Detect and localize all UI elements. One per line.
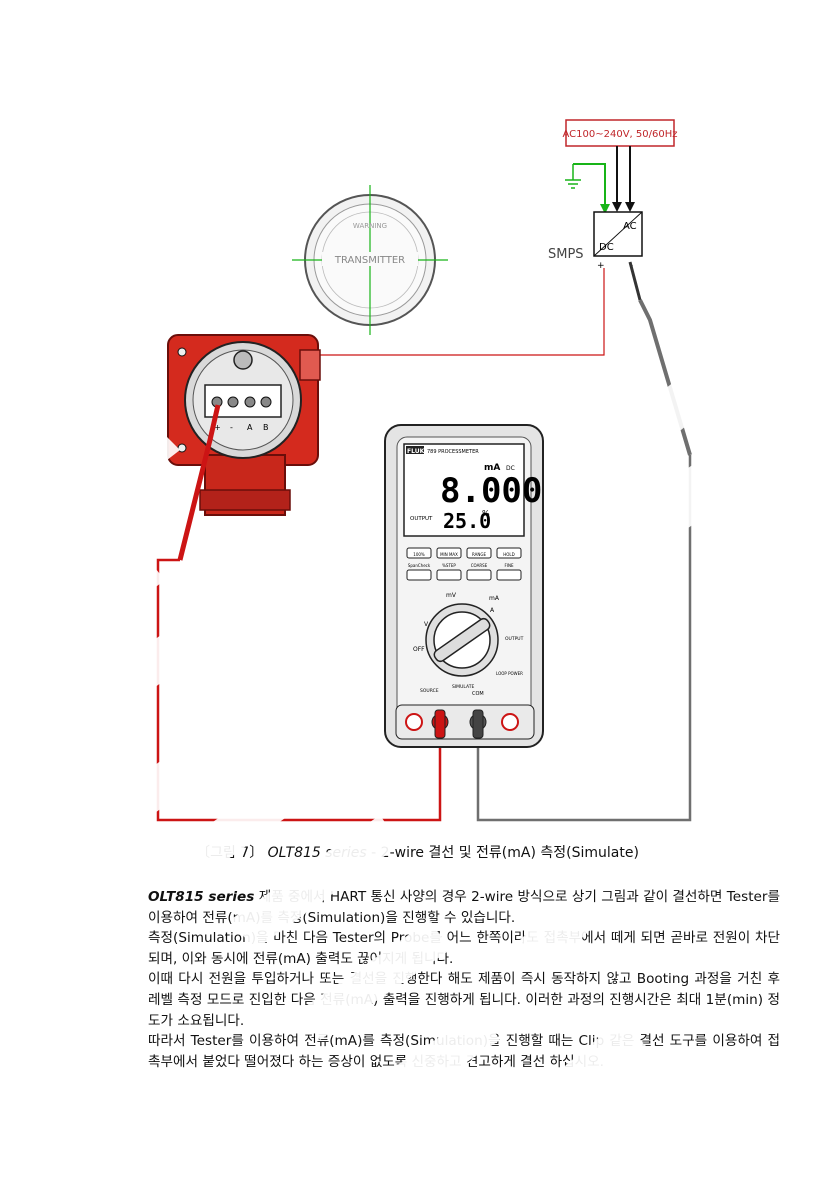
meter-model: 789 PROCESSMETER <box>427 449 479 455</box>
paragraph-1: OLT815 series 제품 중에서 HART 통신 사양의 경우 2-wi… <box>148 887 780 928</box>
dial-ma: mA <box>489 595 500 602</box>
paragraph-2: 측정(Simulation)을 마친 다음 Tester의 Probe를 어느 … <box>148 930 780 967</box>
lbl-fine: FINE <box>505 563 514 568</box>
smps-plus-label: + <box>597 261 605 271</box>
multimeter: FLUKE 789 PROCESSMETER mA DC 8.000 OUTPU… <box>384 424 544 748</box>
caption-model: OLT815 series <box>267 845 367 861</box>
ac-power-label-box: AC100~240V, 50/60Hz <box>563 119 678 147</box>
lbl-step: %STEP <box>442 563 456 568</box>
meter-jacks <box>395 704 535 740</box>
smps-ac-label: AC <box>623 221 637 232</box>
dial-output: OUTPUT <box>505 636 524 642</box>
ac-wires <box>612 146 635 212</box>
body-model: OLT815 series <box>148 889 255 905</box>
btn-range[interactable]: RANGE <box>472 552 486 557</box>
body-text: OLT815 series 제품 중에서 HART 통신 사양의 경우 2-wi… <box>148 887 780 1072</box>
lbl-spancheck: SpanCheck <box>408 563 431 568</box>
dial-v: V <box>424 621 429 628</box>
dial-mv: mV <box>446 592 457 599</box>
btn-100[interactable]: 100% <box>413 552 425 557</box>
dial-off: OFF <box>413 646 425 653</box>
terminal-plus: + <box>214 423 221 432</box>
paragraph-3: 이때 다시 전원을 투입하거나 또는 결선을 진행한다 해도 제품이 즉시 동작… <box>148 971 780 1029</box>
figure-caption: 〔그림 7〕 OLT815 series - 2-wire 결선 및 전류(mA… <box>0 842 835 862</box>
terminal-a: A <box>247 423 253 432</box>
meter-button-row-1: 100% MIN MAX RANGE HOLD <box>406 547 522 559</box>
lbl-coarse: COARSE <box>471 563 488 568</box>
dial-a: A <box>490 607 495 614</box>
btn-hold[interactable]: HOLD <box>503 552 514 557</box>
smps-dc-label: DC <box>599 242 614 253</box>
wiring-diagram: AC100~240V, 50/60Hz AC DC SMPS + - TRANS… <box>156 119 692 822</box>
meter-output-label: OUTPUT <box>410 516 433 522</box>
dial-com: COM <box>472 691 484 697</box>
transmitter-cover: TRANSMITTER WARNING <box>292 185 448 335</box>
dial-simulate: SIMULATE <box>452 684 474 690</box>
smps-label: SMPS <box>548 247 584 262</box>
ground-symbol <box>565 163 610 214</box>
paragraph-4: 따라서 Tester를 이용하여 전류(mA)를 측정(Simulation)을… <box>148 1033 780 1070</box>
cover-transmitter-label: TRANSMITTER <box>334 255 405 266</box>
ac-power-label: AC100~240V, 50/60Hz <box>563 129 678 140</box>
caption-rest: - 2-wire 결선 및 전류(mA) 측정(Simulate) <box>366 845 639 861</box>
meter-rotary-dial[interactable] <box>425 603 499 677</box>
meter-main-reading: 8.000 <box>440 471 542 511</box>
meter-output-reading: 25.0 <box>443 509 491 533</box>
meter-brand: FLUKE <box>407 448 428 455</box>
cover-warning-label: WARNING <box>353 222 387 230</box>
terminal-b: B <box>263 423 269 432</box>
dial-loop-power: LOOP POWER <box>496 671 523 676</box>
meter-output-unit: % <box>482 509 490 518</box>
meter-unit-dc: DC <box>506 465 515 472</box>
dial-source: SOURCE <box>420 688 439 694</box>
red-probe <box>156 404 442 822</box>
btn-minmax[interactable]: MIN MAX <box>440 552 458 557</box>
transmitter-housing: + - A B <box>167 334 321 516</box>
smps-unit: AC DC SMPS + - <box>548 211 643 271</box>
meter-button-row-2: SpanCheck %STEP COARSE FINE <box>406 563 522 581</box>
terminal-minus: - <box>230 423 233 432</box>
meter-unit-ma: mA <box>484 463 500 473</box>
caption-prefix: 〔그림 7〕 <box>196 845 264 861</box>
